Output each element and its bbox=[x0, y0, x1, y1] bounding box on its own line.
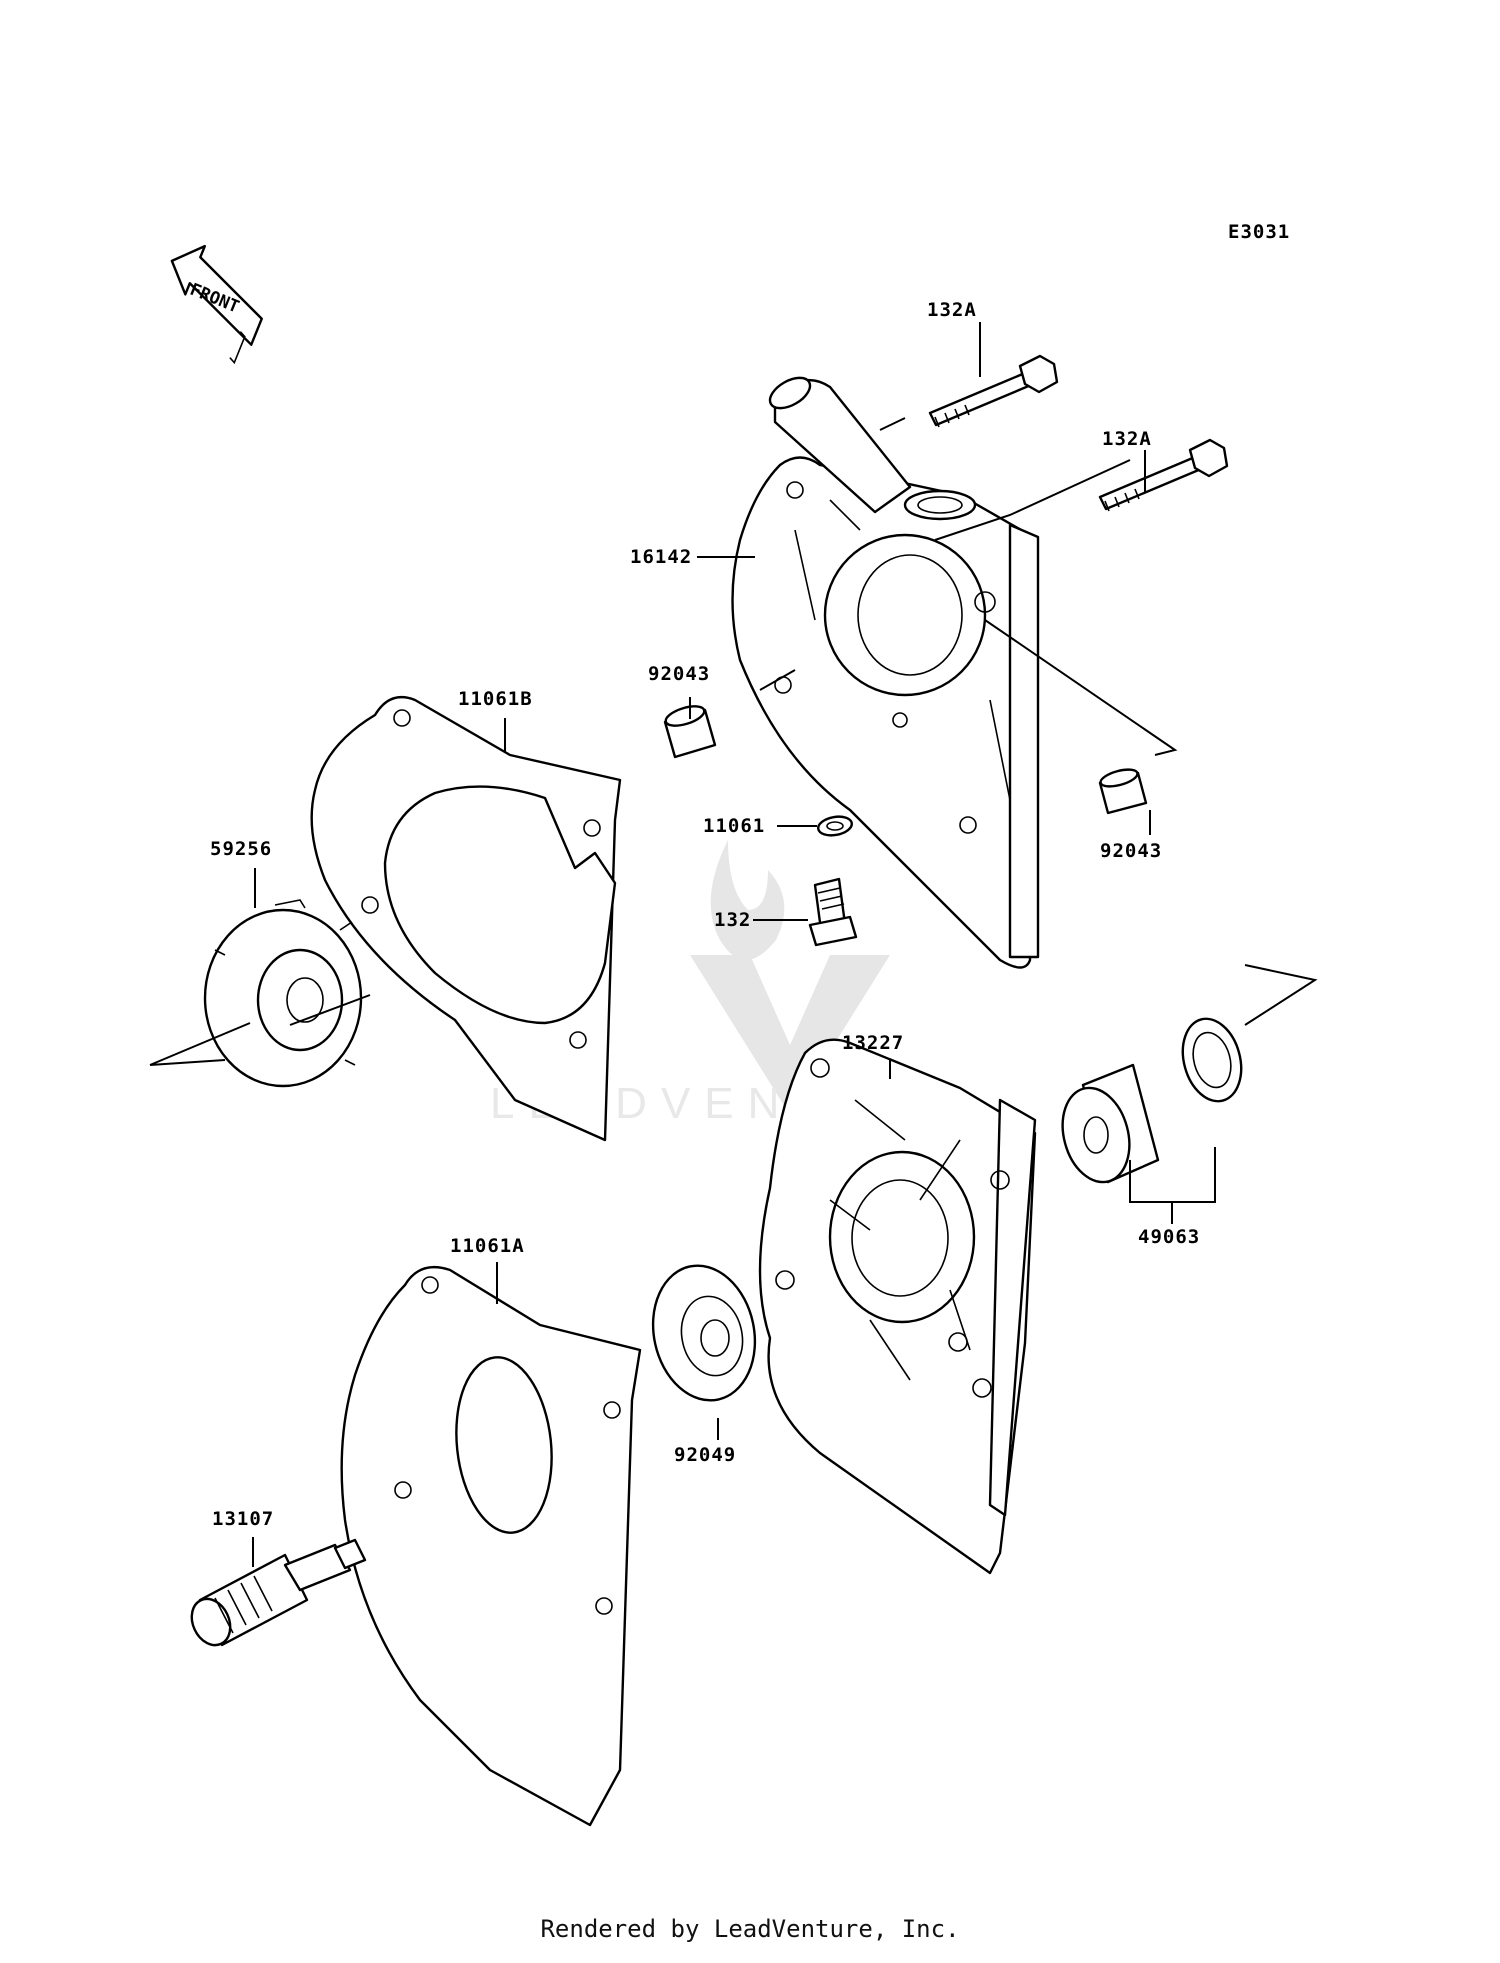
footer-credit: Rendered by LeadVenture, Inc. bbox=[540, 1915, 960, 1943]
callout-16142: 16142 bbox=[630, 546, 692, 568]
cover-13227 bbox=[758, 1038, 1037, 1575]
callout-13227: 13227 bbox=[842, 1032, 904, 1054]
callout-92043-left: 92043 bbox=[648, 663, 710, 685]
dowel-92043-right bbox=[1098, 768, 1148, 815]
dowel-92043-left bbox=[663, 705, 717, 759]
impeller-59256 bbox=[203, 899, 363, 1088]
callout-49063: 49063 bbox=[1138, 1226, 1200, 1248]
callout-11061: 11061 bbox=[703, 815, 765, 837]
bushing-49063-large bbox=[1061, 1063, 1160, 1184]
callout-13107: 13107 bbox=[212, 1508, 274, 1530]
leader-lines bbox=[149, 322, 1318, 1567]
gasket-11061a bbox=[340, 1265, 642, 1827]
callouts: 132A 132A 16142 92043 92043 11061B 11061… bbox=[210, 299, 1200, 1530]
front-arrow-icon: FRONT bbox=[170, 244, 263, 365]
callout-11061b: 11061B bbox=[458, 688, 533, 710]
callout-132a-top: 132A bbox=[927, 299, 977, 321]
callout-92043-right: 92043 bbox=[1100, 840, 1162, 862]
bushing-49063-small bbox=[1181, 1017, 1243, 1103]
callout-92049: 92049 bbox=[674, 1444, 736, 1466]
bolt-132a-top bbox=[928, 354, 1059, 428]
callout-11061a: 11061A bbox=[450, 1235, 525, 1257]
gasket-11061b bbox=[310, 695, 622, 1142]
callout-132a-right: 132A bbox=[1102, 428, 1152, 450]
diagram-code: E3031 bbox=[1228, 221, 1290, 243]
seal-92049 bbox=[651, 1264, 757, 1402]
housing-16142 bbox=[731, 376, 1040, 969]
callout-132: 132 bbox=[714, 909, 751, 931]
washer-11061 bbox=[816, 815, 854, 837]
shaft-13107 bbox=[190, 1538, 367, 1647]
bolt-132a-right bbox=[1098, 438, 1229, 512]
callout-59256: 59256 bbox=[210, 838, 272, 860]
bolt-132 bbox=[808, 877, 858, 947]
